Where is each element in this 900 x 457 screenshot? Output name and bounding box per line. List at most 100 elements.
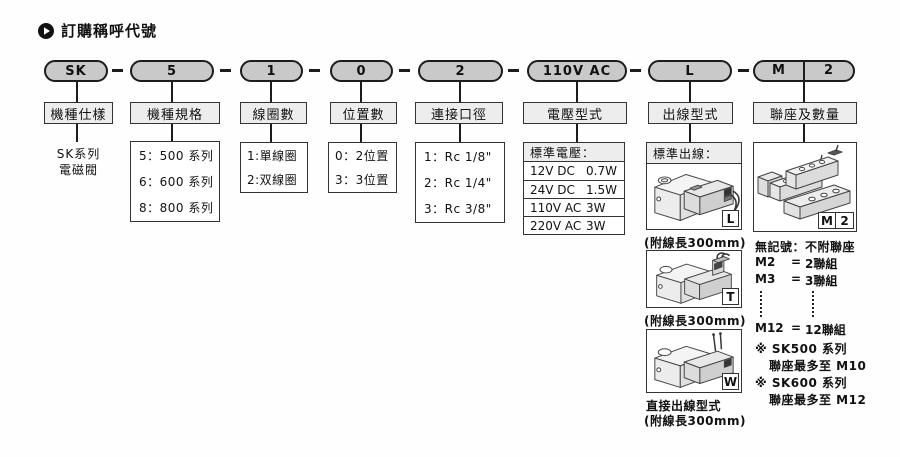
section-title-row: 訂購稱呼代號 <box>38 20 157 41</box>
model-spec-line2: 電磁閥 <box>58 163 98 177</box>
mapping-code: M2 <box>755 255 776 269</box>
model-spec-text: SK系列 電磁閥 <box>44 146 113 178</box>
series-option: 6：600 系列 <box>139 174 214 189</box>
mapping-value: 12聯組 <box>805 323 846 337</box>
connector-line <box>803 124 805 142</box>
mapping-code: M3 <box>755 272 776 286</box>
header-voltage-type: 電壓型式 <box>523 102 627 124</box>
lead-variant-box-l: 標準出線： L <box>646 142 742 230</box>
connector-line <box>803 82 805 102</box>
position-options-box: 0：2位置 3：3位置 <box>328 142 397 193</box>
code-pill-voltage: 110V AC <box>527 60 627 82</box>
equals-sign: = <box>791 321 802 335</box>
page-title: 訂購稱呼代號 <box>61 22 158 40</box>
reference-mark: ※ <box>755 376 768 390</box>
header-model-spec: 機種仕樣 <box>44 102 113 124</box>
port-option: 1：Rc 1/8" <box>424 149 492 164</box>
header-lead-type: 出線型式 <box>648 102 733 124</box>
lead-caption: (附線長300mm) <box>644 314 747 328</box>
connector-line <box>576 82 578 102</box>
connector-line <box>270 82 272 102</box>
lead-letter-tag: W <box>722 373 739 390</box>
voltage-row: 110V AC 3W <box>524 198 624 216</box>
coil-option: 1:單線圈 <box>247 148 298 163</box>
voltage-value: 24V DC <box>530 182 575 197</box>
remark-text: SK500 系列 <box>771 342 848 356</box>
lead-variant-box-t: T <box>646 250 742 308</box>
remark-text: SK600 系列 <box>771 376 848 390</box>
position-option: 3：3位置 <box>335 173 389 188</box>
voltage-watt: 1.5W <box>586 182 617 197</box>
dash-separator <box>508 69 519 72</box>
voltage-table-header: 標準電壓： <box>524 143 624 162</box>
lead-variant-box-w: W <box>646 329 742 393</box>
remark-limit-1: 聯座最多至 M10 <box>769 359 867 373</box>
voltage-value: 12V DC <box>530 164 575 178</box>
lead-letter-tag: L <box>722 210 739 227</box>
connector-line <box>76 82 78 102</box>
equals-sign: = <box>791 272 802 286</box>
code-pill-coils: 1 <box>240 60 303 82</box>
connector-line <box>689 82 691 102</box>
remark-series-2: ※ SK600 系列 <box>755 374 847 391</box>
port-option: 3：Rc 3/8" <box>424 202 492 217</box>
voltage-table: 標準電壓： 12V DC 0.7W 24V DC 1.5W 110V AC 3W… <box>523 142 625 235</box>
valve-direct-lead-image <box>654 332 734 388</box>
series-options-box: 5：500 系列 6：600 系列 8：800 系列 <box>130 141 220 222</box>
manifold-mapping-row: M2 = 2聯組 <box>755 255 837 272</box>
play-circle-icon <box>38 22 54 39</box>
connector-line <box>270 124 272 142</box>
code-pill-position: 0 <box>330 60 393 82</box>
dash-separator <box>738 69 749 72</box>
connector-line <box>459 82 461 102</box>
code-pill-manifold: M 2 <box>753 60 855 82</box>
valve-side-lead-image <box>654 173 740 221</box>
code-pill-port: 2 <box>418 60 503 82</box>
manifold-label-right: 2 <box>836 212 854 229</box>
header-coil-count: 線圈數 <box>240 102 307 124</box>
connector-line <box>576 124 578 142</box>
header-manifold-qty: 聯座及數量 <box>753 102 857 124</box>
ellipsis-dots <box>812 291 814 317</box>
voltage-watt: 3W <box>586 200 606 215</box>
connector-line <box>360 82 362 102</box>
manifold-image-box: M 2 <box>753 142 857 232</box>
voltage-row: 24V DC 1.5W <box>524 180 624 198</box>
voltage-value: 220V AC <box>530 218 582 233</box>
connector-line <box>76 124 78 142</box>
mapping-value: 2聯組 <box>805 257 838 271</box>
voltage-row: 12V DC 0.7W <box>524 162 624 180</box>
header-position-count: 位置數 <box>330 102 397 124</box>
lead-box-header: 標準出線： <box>647 143 741 164</box>
manifold-label-tag: M 2 <box>818 212 854 229</box>
dash-separator <box>112 69 123 72</box>
coil-options-box: 1:單線圈 2:双線圈 <box>240 142 308 193</box>
position-option: 0：2位置 <box>335 148 389 163</box>
code-pill-lead: L <box>648 60 732 82</box>
reference-mark: ※ <box>755 342 768 356</box>
header-port-size: 連接口徑 <box>415 102 503 124</box>
lead-caption: (附線長300mm) <box>644 236 747 250</box>
remark-series-1: ※ SK500 系列 <box>755 340 847 357</box>
dash-separator <box>309 69 320 72</box>
voltage-watt: 3W <box>586 218 606 233</box>
coil-option: 2:双線圈 <box>247 173 298 188</box>
series-option: 5：500 系列 <box>139 148 214 163</box>
mapping-value: 3聯組 <box>805 274 838 288</box>
code-pill-model: SK <box>44 60 108 82</box>
port-option: 2：Rc 1/4" <box>424 175 492 190</box>
voltage-watt: 0.7W <box>586 164 617 178</box>
no-mark-note: 無記號：不附聯座 <box>755 240 856 254</box>
mapping-code: M12 <box>755 321 784 335</box>
lead-caption-title: 直接出線型式 <box>646 399 722 413</box>
dash-separator <box>630 69 641 72</box>
remark-limit-2: 聯座最多至 M12 <box>769 393 867 407</box>
manifold-assembly-image <box>757 144 851 220</box>
valve-top-lead-image <box>656 252 732 304</box>
manifold-mapping-row: M3 = 3聯組 <box>755 272 837 289</box>
voltage-row: 220V AC 3W <box>524 216 624 234</box>
ellipsis-dots <box>760 291 762 317</box>
dash-separator <box>399 69 410 72</box>
code-pill-series: 5 <box>130 60 214 82</box>
